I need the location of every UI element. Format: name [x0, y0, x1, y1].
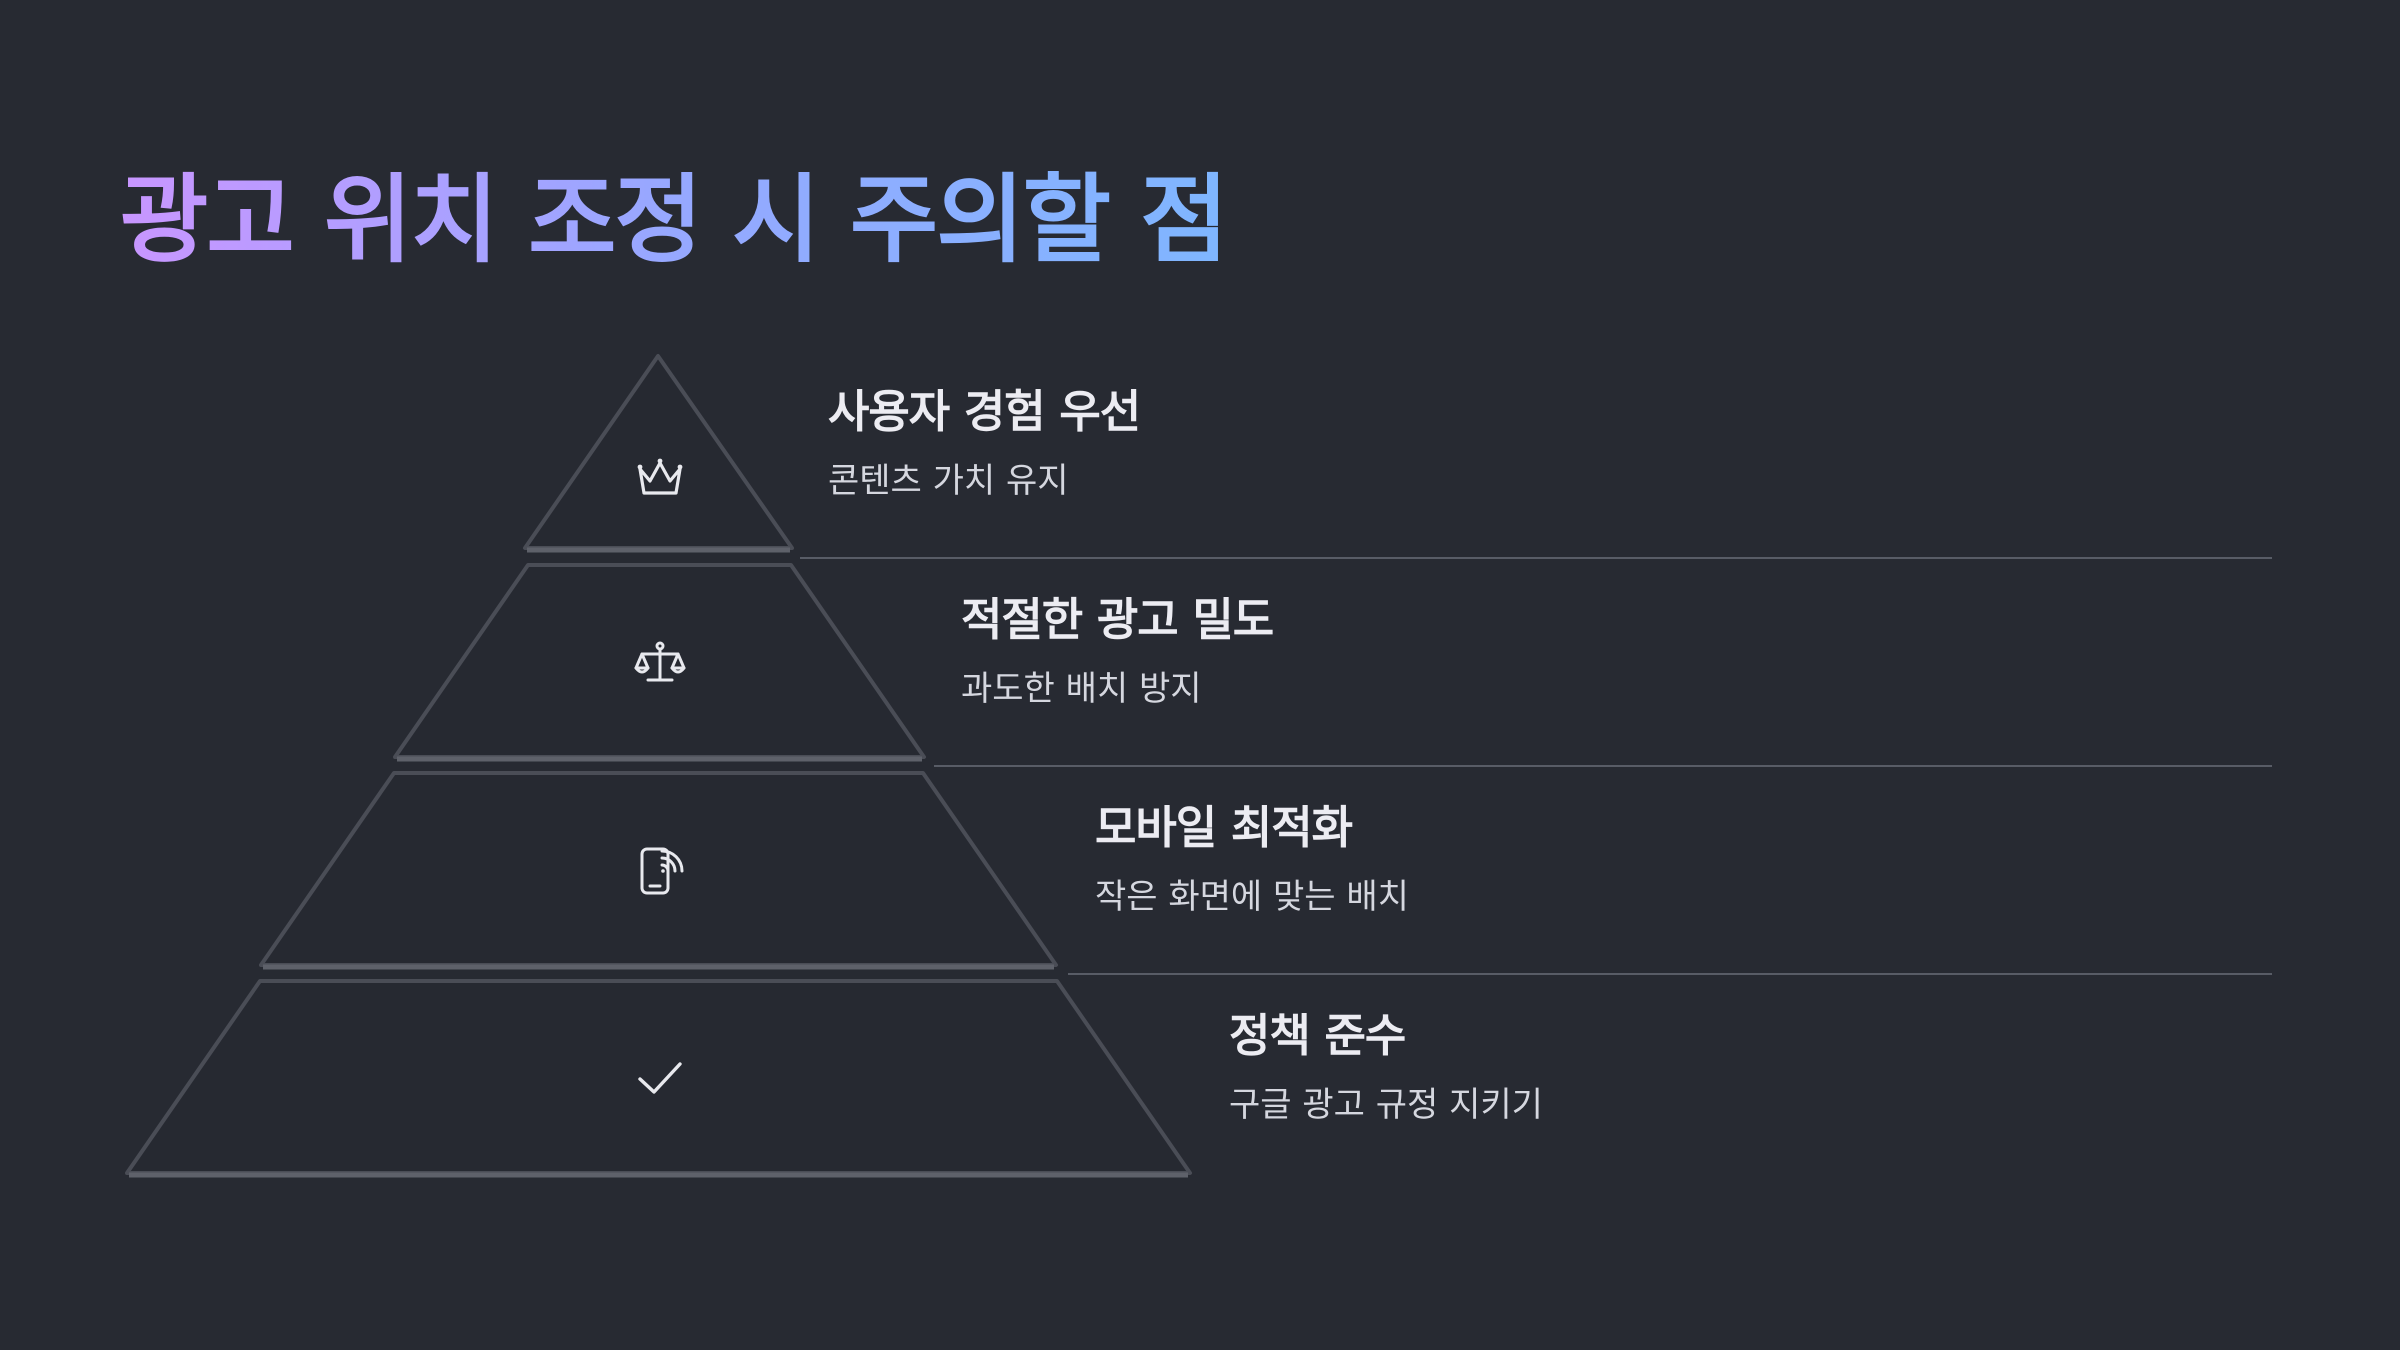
scale-icon: [632, 634, 688, 690]
tier-1-description: 콘텐츠 가치 유지: [828, 461, 1069, 501]
tier-2-title: 적절한 광고 밀도: [961, 593, 1274, 646]
pyramid-tier-4: [125, 979, 1192, 1175]
tier-4-title: 정책 준수: [1229, 1009, 1406, 1062]
tier-4-description: 구글 광고 규정 지키기: [1229, 1085, 1543, 1125]
tier-1-divider: [800, 557, 2272, 559]
tier-1-title: 사용자 경험 우선: [828, 385, 1141, 438]
tier-3-divider: [1068, 973, 2272, 975]
pyramid-tier-3: [259, 771, 1058, 967]
page-title: 광고 위치 조정 시 주의할 점: [120, 164, 1229, 276]
tier-2-divider: [934, 765, 2272, 767]
tier-3-text: 모바일 최적화 작은 화면에 맞는 배치: [1095, 801, 1409, 918]
tier-3-title: 모바일 최적화: [1095, 801, 1353, 854]
check-icon: [632, 1050, 688, 1106]
crown-icon: [632, 451, 688, 507]
phone-signal-icon: [632, 843, 688, 899]
tier-2-description: 과도한 배치 방지: [961, 669, 1202, 709]
tier-1-text: 사용자 경험 우선 콘텐츠 가치 유지: [828, 385, 1141, 502]
tier-2-text: 적절한 광고 밀도 과도한 배치 방지: [961, 593, 1274, 710]
tier-3-description: 작은 화면에 맞는 배치: [1095, 877, 1409, 917]
tier-4-text: 정책 준수 구글 광고 규정 지키기: [1229, 1009, 1543, 1126]
